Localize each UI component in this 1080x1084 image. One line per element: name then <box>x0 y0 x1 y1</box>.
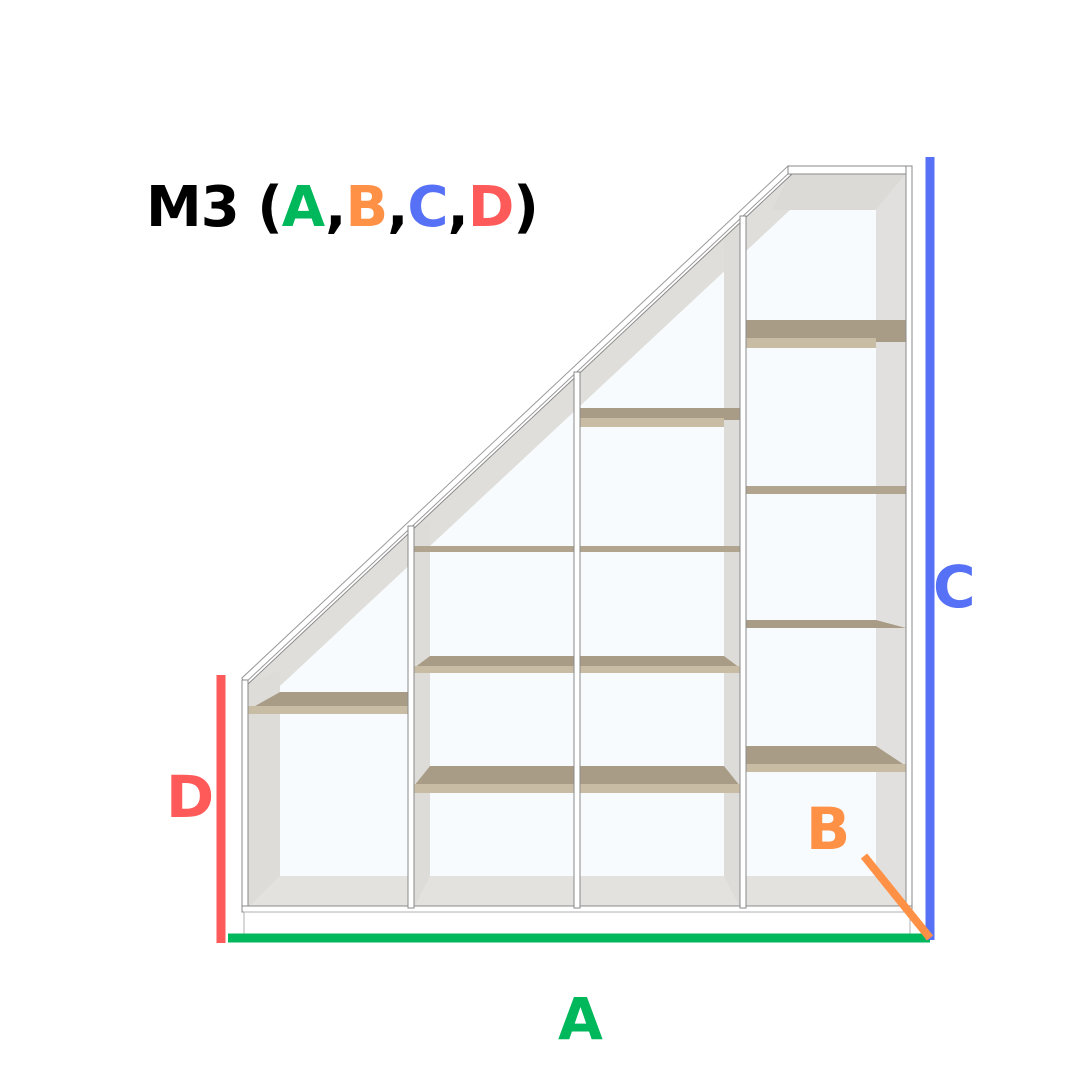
shelf <box>746 746 906 766</box>
right-inner-wall <box>876 174 906 908</box>
dimension-label-d: D <box>166 763 215 831</box>
shelf <box>580 408 740 420</box>
shelf <box>746 320 906 342</box>
model-title: M3 (A,B,C,D) <box>146 180 539 236</box>
shelf-front <box>580 418 724 427</box>
dimension-label-c: C <box>933 553 976 621</box>
shelf-front <box>746 338 876 348</box>
shelf-front <box>746 764 906 772</box>
dimension-line-b <box>860 853 934 941</box>
title-letter-c: C <box>407 175 448 240</box>
plinth <box>243 911 911 937</box>
title-comma: , <box>325 175 346 240</box>
shelf <box>248 692 408 710</box>
title-comma: , <box>387 175 408 240</box>
title-comma: , <box>447 175 469 240</box>
divider-3 <box>739 215 747 909</box>
right-side-board <box>905 165 913 911</box>
shelf-front <box>248 706 408 714</box>
divider-3-inner <box>724 218 740 908</box>
top-board <box>787 165 913 175</box>
divider-1-inner <box>414 520 430 908</box>
title-model: M3 ( <box>146 175 283 240</box>
title-letter-a: A <box>281 175 326 240</box>
title-close: ) <box>513 175 539 240</box>
title-letter-d: D <box>467 175 514 240</box>
shelf <box>746 486 906 494</box>
top-inner-surface <box>772 174 906 210</box>
shelf <box>746 620 906 628</box>
divider-1 <box>407 525 415 909</box>
left-inner-wall <box>248 670 280 908</box>
divider-2 <box>573 371 581 909</box>
title-letter-b: B <box>345 175 388 240</box>
left-side-board <box>241 679 249 911</box>
dimension-label-a: A <box>558 985 603 1053</box>
dimension-label-b: B <box>806 795 851 863</box>
